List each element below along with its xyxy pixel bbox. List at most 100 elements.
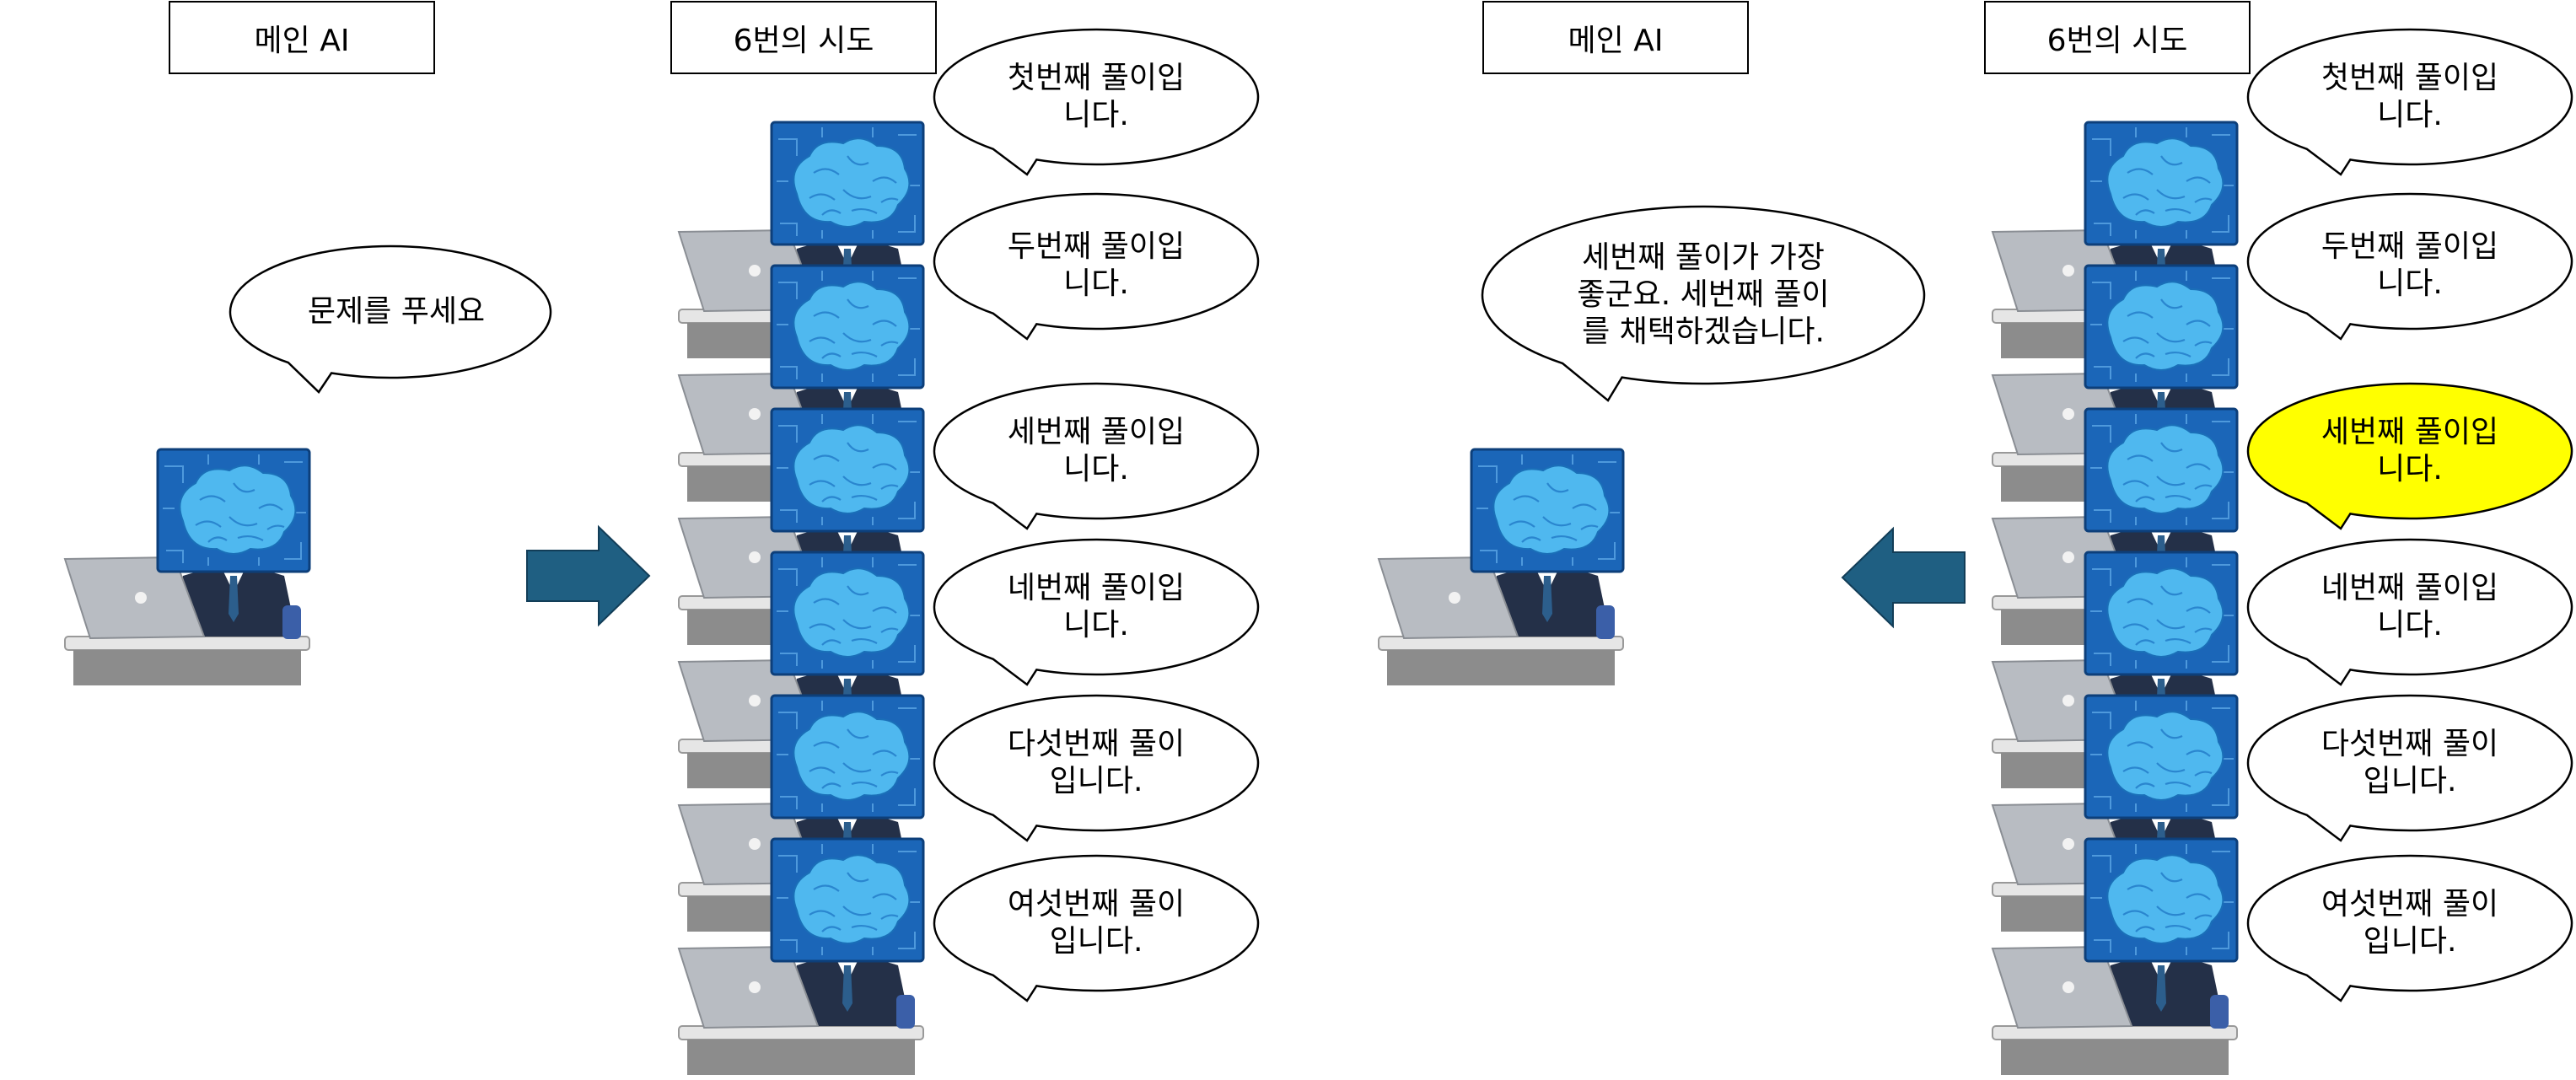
brain-icon [2106,424,2224,514]
brain-icon [1492,465,1611,555]
laptop-logo [749,551,761,563]
main-ai-speech-bubble-2 [1481,205,1926,402]
desk-front [1387,650,1615,685]
necktie [2156,965,2166,1012]
chair [282,605,301,639]
solution-bubble-1-4 [933,538,1260,686]
solution-bubble-2-5 [2246,694,2573,842]
solution-text-2-1: 첫번째 풀이입 니다. [2321,61,2499,132]
solution-text-1-1: 첫번째 풀이입 니다. [1007,61,1186,132]
circuit-pattern [2090,844,2234,955]
brain-folds [2122,585,2213,646]
desk-front [687,1040,915,1075]
solution-text-1-6: 여섯번째 풀이 입니다. [1007,887,1186,959]
solution-text-2-4: 네번째 풀이입 니다. [2321,571,2499,642]
main-ai-speech-1: 문제를 푸세요 [307,294,486,329]
brain-icon [2106,137,2224,228]
solution-bubble-1-3 [933,382,1260,530]
main-ai-label-2: 메인 AI [1482,1,1749,74]
main-ai-speech-bubble-1 [229,244,552,394]
necktie [1542,576,1552,622]
laptop-logo [749,265,761,277]
solution-text-2-3: 세번째 풀이입 니다. [2321,415,2499,486]
brain-icon [2106,711,2224,801]
solution-bubble-2-1 [2246,28,2573,176]
solution-text-1-3: 세번째 풀이입 니다. [1007,415,1186,486]
solution-text-1-2: 두번째 풀이입 니다. [1007,229,1186,301]
brain-icon [793,711,911,801]
laptop-logo [2062,408,2074,420]
laptop-logo [749,981,761,993]
main-ai-robot-2 [1377,448,1625,685]
main-ai-robot-1 [63,448,311,685]
necktie [229,576,239,622]
brain-icon [2106,854,2224,944]
laptop-logo [749,408,761,420]
brain-icon [793,424,911,514]
brain-folds [809,585,899,646]
solution-bubble-1-1 [933,28,1260,176]
solution-text-2-5: 다섯번째 풀이 입니다. [2321,727,2499,798]
brain-icon [793,281,911,371]
laptop-icon [1377,556,1519,640]
laptop-logo [2062,838,2074,850]
brain-folds [809,298,899,359]
brain-icon [793,137,911,228]
circuit-pattern [777,127,920,239]
brain-icon [2106,567,2224,658]
desk-front [73,650,301,685]
solution-bubble-1-6 [933,854,1260,1002]
trials-label-2: 6번의 시도 [1984,1,2251,74]
solution-text-2-2: 두번째 풀이입 니다. [2321,229,2499,301]
laptop-logo [2062,551,2074,563]
brain-folds [1508,482,1599,543]
chair [1596,605,1615,639]
laptop-logo [749,695,761,707]
brain-folds [2122,728,2213,789]
arrow-left-icon [1841,526,1966,629]
laptop-logo [2062,695,2074,707]
brain-folds [809,155,899,216]
laptop-icon [1991,945,2133,1029]
brain-folds [809,442,899,502]
circuit-pattern [777,557,920,669]
solution-text-1-5: 다섯번째 풀이 입니다. [1007,727,1186,798]
chair [896,995,915,1029]
main-ai-label-1: 메인 AI [169,1,435,74]
circuit-pattern [2090,414,2234,525]
brain-folds [2122,298,2213,359]
solution-bubble-1-2 [933,192,1260,341]
laptop-icon [63,556,206,640]
laptop-logo [749,838,761,850]
circuit-pattern [2090,127,2234,239]
circuit-pattern [777,414,920,525]
laptop-logo [2062,981,2074,993]
brain-folds [195,482,285,543]
solution-bubble-2-3 [2246,382,2573,530]
trial-robot-1-6 [677,837,925,1075]
brain-icon [2106,281,2224,371]
circuit-pattern [2090,557,2234,669]
brain-folds [809,728,899,789]
circuit-pattern [2090,701,2234,812]
solution-text-2-6: 여섯번째 풀이 입니다. [2321,887,2499,959]
arrow-right-icon [526,524,651,627]
brain-folds [2122,872,2213,932]
circuit-pattern [777,701,920,812]
chair [2210,995,2229,1029]
solution-bubble-1-5 [933,694,1260,842]
brain-icon [179,465,297,555]
brain-icon [793,854,911,944]
desk-front [2001,1040,2229,1075]
laptop-logo [2062,265,2074,277]
circuit-pattern [777,844,920,955]
laptop-logo [135,592,147,604]
solution-text-1-4: 네번째 풀이입 니다. [1007,571,1186,642]
necktie [842,965,852,1012]
brain-folds [2122,442,2213,502]
trials-label-1: 6번의 시도 [670,1,937,74]
brain-icon [793,567,911,658]
brain-folds [2122,155,2213,216]
trial-robot-2-6 [1991,837,2239,1075]
